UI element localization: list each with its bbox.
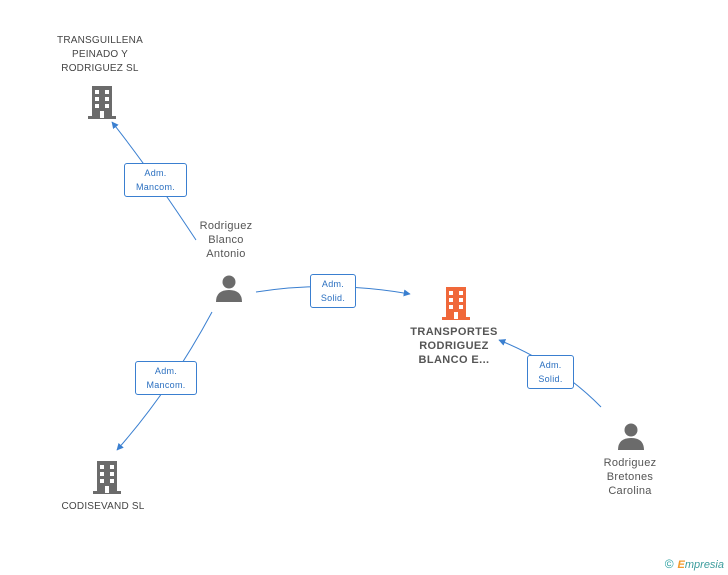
- copyright-icon: ©: [664, 557, 674, 571]
- building-icon-main[interactable]: [440, 285, 472, 321]
- node-label-rodriguez-bretones-carolina[interactable]: Rodriguez Bretones Carolina: [590, 456, 670, 498]
- node-label-rodriguez-blanco-antonio[interactable]: Rodriguez Blanco Antonio: [186, 219, 266, 261]
- relation-line: Adm.: [144, 168, 167, 178]
- footer-brand[interactable]: ©Empresia: [665, 557, 724, 571]
- label-line: CODISEVAND SL: [61, 501, 145, 512]
- label-line: Carolina: [608, 485, 652, 497]
- label-line: RODRIGUEZ SL: [61, 63, 139, 74]
- relation-badge-adm-solid[interactable]: Adm. Solid.: [527, 355, 574, 389]
- label-line: Rodriguez: [199, 220, 253, 232]
- label-line: Rodriguez: [603, 457, 657, 469]
- relation-line: Adm.: [321, 279, 345, 289]
- relation-line: Mancom.: [135, 182, 176, 192]
- relation-line: Adm.: [154, 366, 178, 376]
- label-line: Antonio: [206, 248, 246, 260]
- person-icon[interactable]: [616, 422, 646, 450]
- building-icon[interactable]: [91, 459, 123, 495]
- relation-line: Adm.: [539, 360, 562, 370]
- person-icon[interactable]: [214, 274, 244, 302]
- relation-badge-adm-mancom[interactable]: Adm. Mancom.: [124, 163, 187, 197]
- relation-line: Solid.: [538, 374, 563, 384]
- relation-badge-adm-solid[interactable]: Adm. Solid.: [310, 274, 356, 308]
- node-label-transportes[interactable]: TRANSPORTES RODRIGUEZ BLANCO E...: [398, 325, 510, 367]
- label-line: RODRIGUEZ: [419, 340, 489, 352]
- label-line: Bretones: [606, 471, 654, 483]
- label-line: PEINADO Y: [71, 49, 129, 60]
- label-line: Blanco: [208, 234, 244, 246]
- building-icon[interactable]: [86, 84, 118, 120]
- label-line: BLANCO E...: [418, 354, 490, 366]
- relation-badge-adm-mancom[interactable]: Adm. Mancom.: [135, 361, 197, 395]
- node-label-codisevand[interactable]: CODISEVAND SL: [48, 500, 158, 514]
- brand-initial: E: [677, 559, 685, 571]
- label-line: TRANSGUILLENA: [57, 35, 143, 46]
- brand-name: mpresia: [684, 559, 724, 571]
- label-line: TRANSPORTES: [410, 326, 498, 338]
- relation-line: Solid.: [320, 293, 346, 303]
- node-label-transguillena[interactable]: TRANSGUILLENA PEINADO Y RODRIGUEZ SL: [40, 34, 160, 76]
- relation-line: Mancom.: [146, 380, 186, 390]
